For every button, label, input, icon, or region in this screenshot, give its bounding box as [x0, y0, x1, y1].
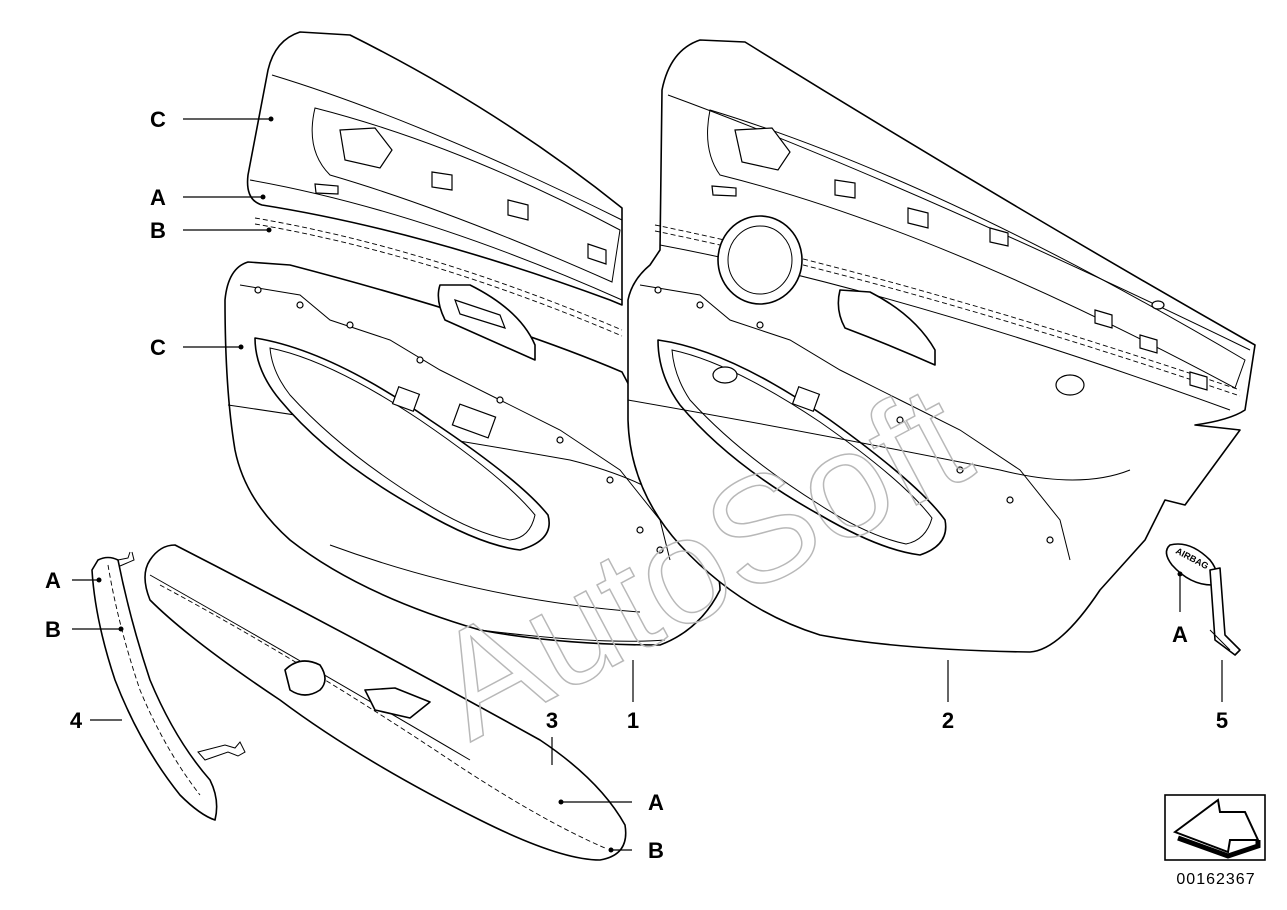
- view-arrow-icon: [1172, 798, 1260, 854]
- trim-strip-part-3: [144, 544, 627, 861]
- label-c-top: C: [150, 107, 166, 132]
- pillar-trim-part-4: [91, 551, 246, 821]
- reference-number: 00162367: [1176, 871, 1255, 888]
- label-c-mid: C: [150, 335, 166, 360]
- view-direction-box: [1164, 794, 1266, 861]
- label-b-trim3: B: [648, 838, 664, 863]
- label-num-3: 3: [546, 708, 558, 733]
- label-num-4: 4: [70, 708, 83, 733]
- label-a-top: A: [150, 185, 166, 210]
- airbag-clip-part-5: AIRBAG: [1165, 543, 1241, 656]
- label-a-trim3: A: [648, 790, 664, 815]
- label-a-trim4: A: [45, 568, 61, 593]
- label-b-trim4: B: [45, 617, 61, 642]
- label-num-2: 2: [942, 708, 954, 733]
- label-a-clip: A: [1172, 622, 1188, 647]
- callout-labels: C A B C A B 4 3 1 2 5 A B A: [45, 107, 1228, 863]
- label-num-5: 5: [1216, 708, 1228, 733]
- label-b-top: B: [150, 218, 166, 243]
- door-panel-part-2: [627, 39, 1256, 653]
- label-num-1: 1: [627, 708, 639, 733]
